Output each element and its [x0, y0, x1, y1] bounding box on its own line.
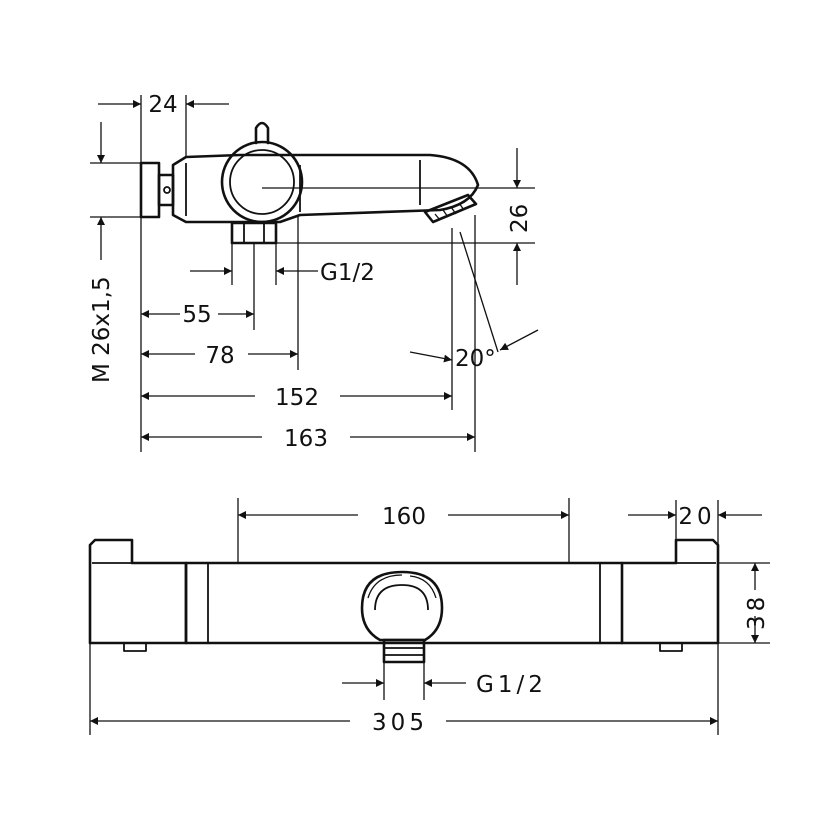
top-view: 24 M 26x1,5 26 G1/2 — [89, 92, 539, 452]
dim-38-label: 38 — [744, 593, 770, 630]
dim-g-top: G1/2 — [190, 243, 375, 286]
dim-g-bottom-label: G1/2 — [476, 672, 547, 698]
dim-55-label: 55 — [182, 302, 211, 328]
dim-20: 20 — [628, 500, 762, 545]
dim-55: 55 — [140, 217, 255, 452]
dim-26: 26 — [276, 148, 535, 285]
dim-160: 160 — [237, 498, 570, 563]
dim-78-label: 78 — [205, 343, 234, 369]
dim-26-label: 26 — [507, 204, 533, 233]
dim-24: 24 — [98, 92, 229, 163]
dim-38: 38 — [718, 562, 770, 644]
front-view: 160 20 38 G1/2 — [88, 498, 770, 736]
dim-thread: M 26x1,5 — [89, 122, 141, 383]
dim-163-label: 163 — [284, 426, 328, 452]
mixer-side-outline — [139, 121, 480, 245]
dim-152-label: 152 — [275, 385, 319, 411]
dim-g-bottom: G1/2 — [342, 662, 547, 700]
dim-160-label: 160 — [382, 504, 426, 530]
dim-163: 163 — [141, 215, 476, 452]
mixer-front-outline — [88, 538, 720, 664]
dim-305-label: 305 — [372, 710, 428, 736]
dim-78: 78 — [141, 215, 299, 370]
dim-20-label: 20 — [678, 504, 715, 530]
dim-24-label: 24 — [148, 92, 177, 118]
dim-thread-label: M 26x1,5 — [89, 276, 115, 383]
dim-g-top-label: G1/2 — [320, 260, 375, 286]
dim-152: 152 — [141, 385, 452, 411]
dim-20deg: 20° — [409, 228, 539, 410]
dim-305: 305 — [89, 643, 719, 736]
